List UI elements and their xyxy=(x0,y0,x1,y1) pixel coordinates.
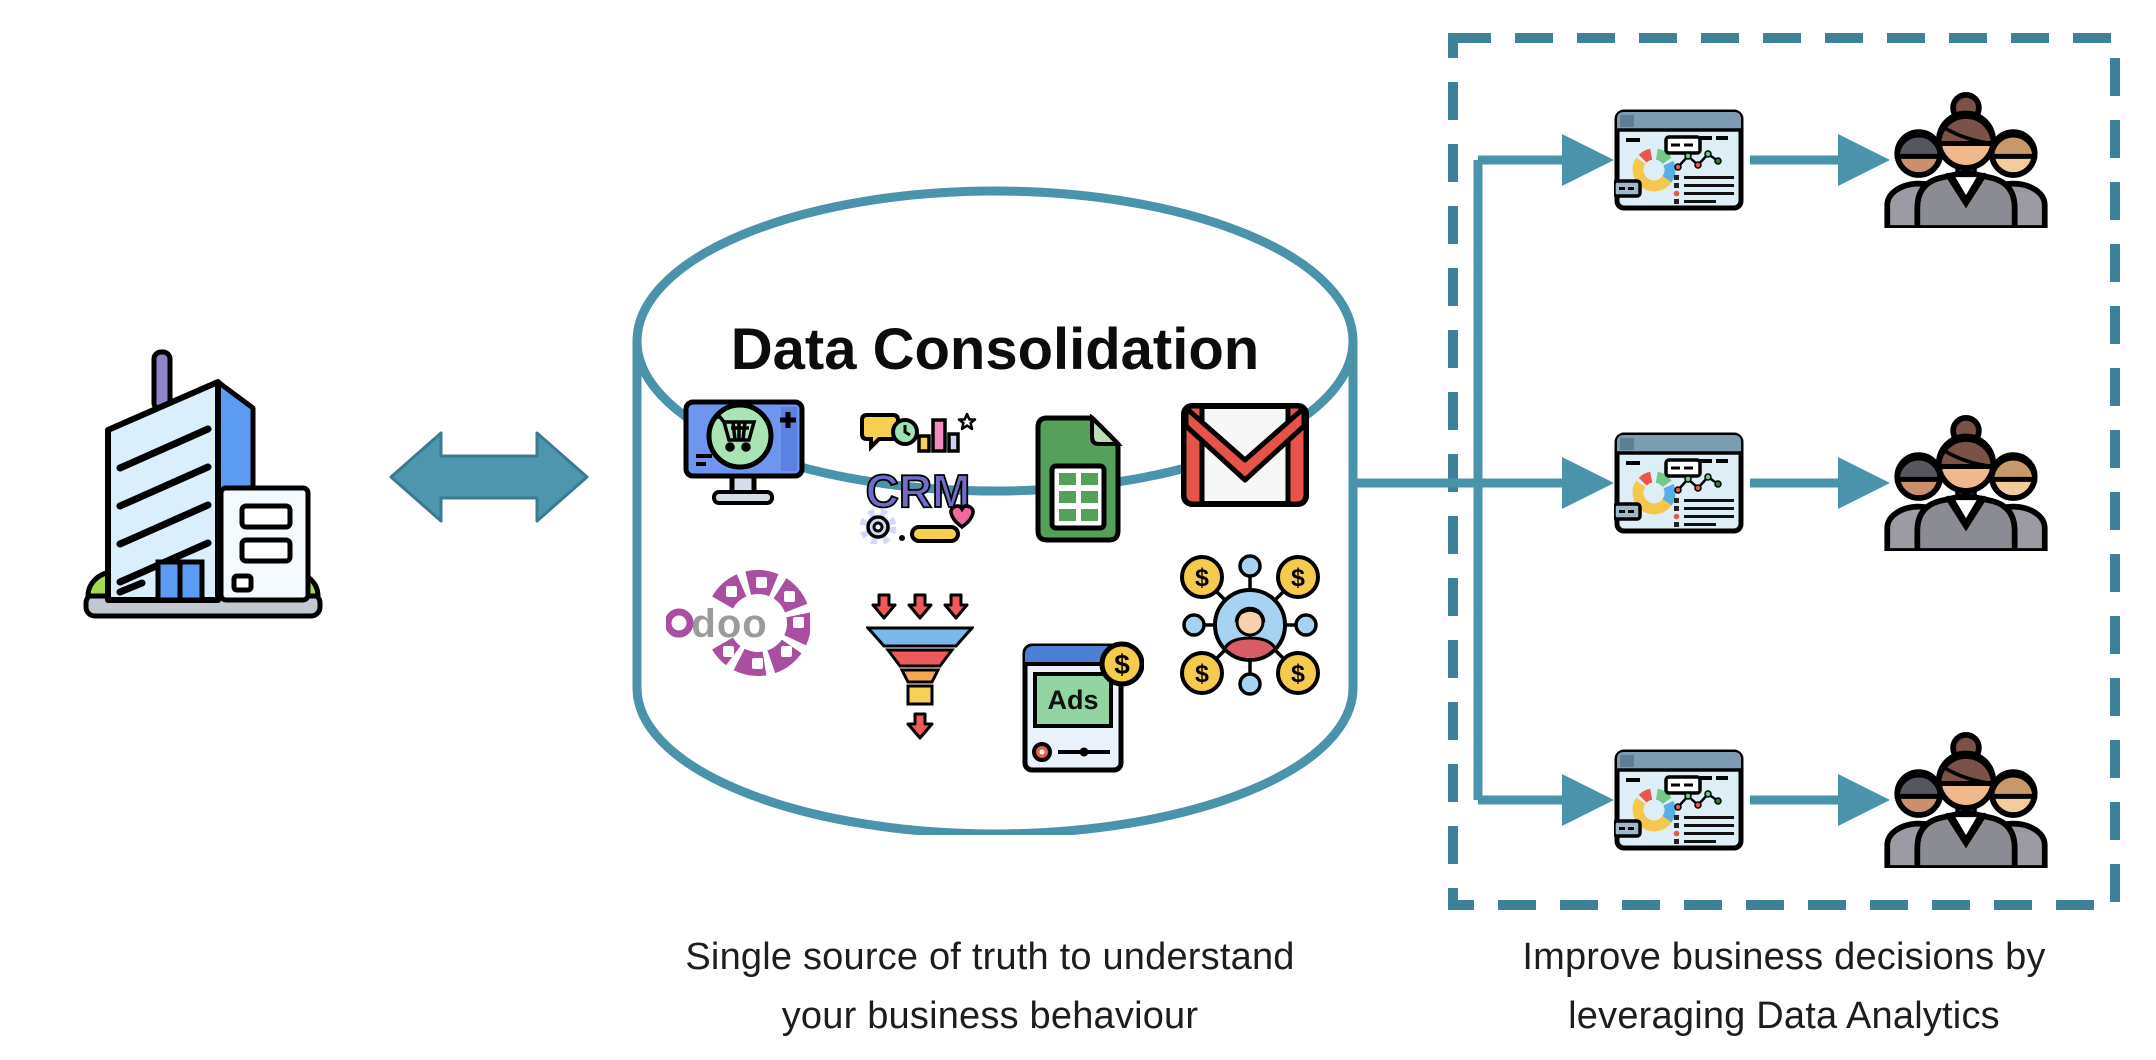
analytics-dashboard-icon-row1 xyxy=(1614,109,1744,211)
coin-currency: $ xyxy=(1291,660,1305,688)
title-bar-square xyxy=(1620,115,1634,127)
caption-left-line1: Single source of truth to understand xyxy=(685,936,1295,978)
dashed-border-graphic xyxy=(1448,33,2120,910)
funnel-layer-orange xyxy=(899,668,941,684)
caption-left: Single source of truth to understand you… xyxy=(618,928,1362,1046)
table-cells xyxy=(1059,473,1098,521)
hand-shape xyxy=(910,525,960,543)
left-person-hair xyxy=(1894,132,1943,159)
coin xyxy=(1099,641,1144,687)
annex-window-small xyxy=(231,573,254,593)
office-building-icon xyxy=(58,340,328,620)
double-headed-arrow xyxy=(389,431,589,523)
funnel-spout xyxy=(906,684,934,706)
tooltip-box xyxy=(1664,135,1702,155)
funnel-layer-blue xyxy=(866,626,974,648)
funnel-in-arrows xyxy=(871,593,969,620)
business-team-icon-row1 xyxy=(1880,92,2052,228)
two-way-sync-arrow-icon xyxy=(388,422,590,532)
network-nodes xyxy=(1182,554,1318,696)
right-person-hair xyxy=(1989,132,2038,159)
screen-shade xyxy=(781,407,797,471)
bar-pink xyxy=(931,418,947,453)
monitor-base xyxy=(712,490,774,505)
line-chart-dots xyxy=(1674,150,1722,171)
dollar-coins: $ $ $ $ xyxy=(1180,555,1320,695)
data-consolidation-cylinder: Data Consolidation xyxy=(628,183,1362,835)
funnel-out-arrow xyxy=(906,712,934,740)
odoo-first-o xyxy=(666,608,694,638)
business-team-icon-row3 xyxy=(1880,732,2052,868)
dashboard-title-bar xyxy=(1617,112,1741,130)
ads-icon: Ads $ xyxy=(1022,624,1144,774)
analytics-dashboard-icon-row2 xyxy=(1614,432,1744,534)
analytics-dashboard-icon-row3 xyxy=(1614,749,1744,851)
annex-window-2 xyxy=(239,537,293,564)
bar-yellow xyxy=(917,434,931,453)
gmail-icon xyxy=(1180,402,1310,508)
caption-right: Improve business decisions by leveraging… xyxy=(1448,928,2120,1046)
star-icon xyxy=(957,412,977,431)
annex-window-1 xyxy=(239,503,293,530)
coin-currency: $ xyxy=(1195,660,1209,688)
bar-lavender xyxy=(947,432,960,453)
ads-banner xyxy=(1033,672,1113,728)
office-building-graphic xyxy=(83,349,323,619)
slider-handle xyxy=(1079,747,1089,757)
two-way-arrow-graphic xyxy=(389,431,589,523)
sales-funnel-icon xyxy=(866,592,974,750)
crm-icon: CRM xyxy=(856,410,980,544)
funnel-layer-red xyxy=(885,648,955,668)
list-rows xyxy=(1673,175,1734,204)
caption-right-line2: leveraging Data Analytics xyxy=(1568,994,2000,1037)
dashed-border xyxy=(1448,33,2120,910)
gear-hole xyxy=(872,521,884,533)
coin-currency: $ xyxy=(1114,649,1130,680)
money-network-icon: $ $ $ $ xyxy=(1180,552,1320,698)
envelope-m-flap xyxy=(1183,405,1307,483)
caption-right-line1: Improve business decisions by xyxy=(1522,936,2046,978)
ads-label: Ads xyxy=(1047,685,1098,715)
record-dot-center xyxy=(1039,749,1045,755)
cylinder-graphic: Data Consolidation xyxy=(632,186,1358,835)
dot xyxy=(899,535,905,541)
gear-teeth xyxy=(859,508,897,544)
side-tab xyxy=(1614,179,1642,198)
ring-app-glyphs xyxy=(723,577,804,669)
front-person-lapels xyxy=(1944,172,1988,209)
heart-icon xyxy=(949,504,975,530)
coin-currency: $ xyxy=(1291,564,1305,592)
cylinder-top xyxy=(632,186,1358,496)
caption-left-line2: your business behaviour xyxy=(781,994,1199,1037)
front-person-hair xyxy=(1936,113,1996,147)
front-person-hair-swoosh xyxy=(1943,126,1994,146)
donut-chart xyxy=(1632,148,1676,192)
cylinder-title: Data Consolidation xyxy=(731,317,1259,382)
ads-title-bar xyxy=(1025,646,1121,664)
coin-currency: $ xyxy=(1195,564,1209,592)
clock-hands xyxy=(903,425,911,437)
business-team-icon-row2 xyxy=(1880,415,2052,551)
spreadsheet-icon xyxy=(1032,414,1124,544)
front-person-shirt xyxy=(1947,172,1985,204)
folded-corner xyxy=(1090,414,1123,446)
ecommerce-store-icon xyxy=(682,398,806,510)
shopping-cart-icon xyxy=(716,415,757,452)
analytics-dashed-box xyxy=(1443,28,2125,915)
odoo-icon: odoo xyxy=(666,556,810,690)
